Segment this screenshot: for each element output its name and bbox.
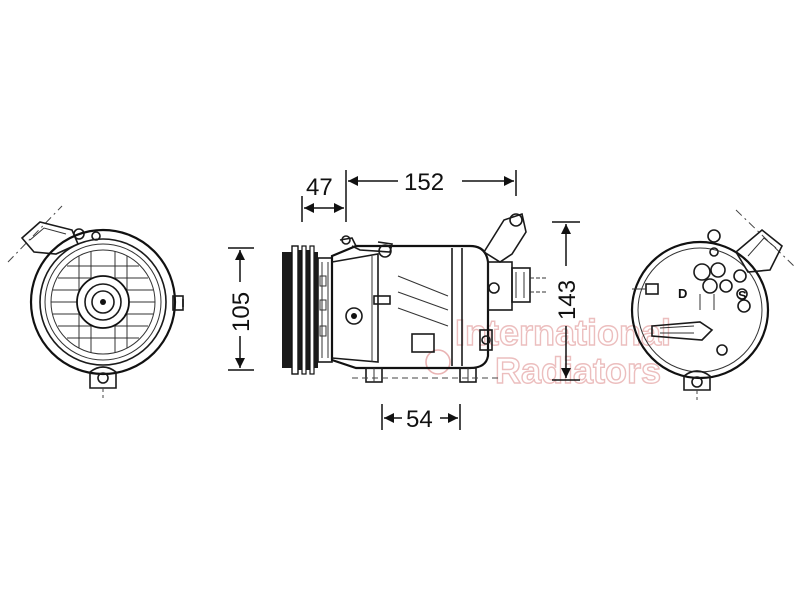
dimension-152-label: 152 [404,169,444,196]
front-centerline [7,205,63,263]
dimension-lines: 47 152 105 143 54 [228,169,581,433]
rear-view: D S [630,209,797,400]
rear-mount-ear [683,370,711,391]
front-mount-ear [89,366,117,389]
side-view [282,212,548,383]
rear-centerline [735,209,797,269]
watermark-logo-icon [425,349,451,375]
dimension-54-label: 54 [406,406,433,433]
watermark: International Radiators [425,311,672,392]
front-view [7,205,184,398]
dimension-47-label: 47 [306,174,333,201]
side-pulley [282,245,318,375]
rear-electrical-connector [651,321,714,341]
rear-label-suction: S [738,288,747,303]
side-top-bracket [482,212,527,263]
front-housing-outer [29,228,177,376]
rear-label-discharge: D [678,286,687,301]
dimension-105-label: 105 [228,292,255,332]
dimension-143-label: 143 [554,280,581,320]
watermark-line2: Radiators [495,350,661,391]
rear-top-fitting [734,228,784,273]
